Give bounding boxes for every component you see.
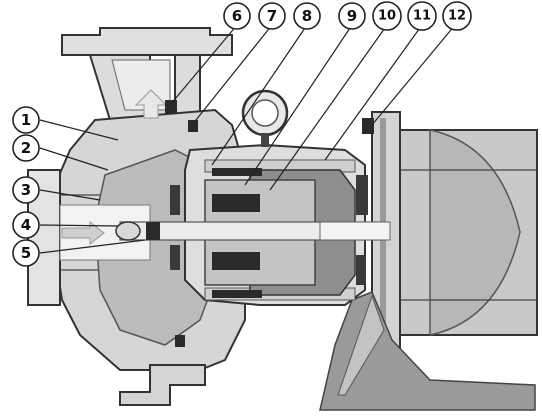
callout-12: 12 (442, 1, 472, 31)
leader-lines (39, 24, 456, 254)
callout-4: 4 (12, 211, 40, 239)
callout-11-label: 11 (413, 9, 431, 24)
containment-shell (115, 100, 391, 347)
callout-1: 1 (12, 106, 40, 134)
motor (371, 111, 538, 353)
callout-2: 2 (12, 134, 40, 162)
callout-9: 9 (338, 2, 366, 30)
callout-7-label: 7 (267, 7, 277, 25)
callout-3-label: 3 (21, 181, 31, 199)
callout-4-label: 4 (21, 216, 31, 234)
callout-3: 3 (12, 176, 40, 204)
callout-12-label: 12 (448, 9, 466, 24)
callout-8: 8 (293, 2, 321, 30)
callout-2-label: 2 (21, 139, 31, 157)
lifting-eye (241, 89, 289, 147)
callout-6-label: 6 (232, 7, 242, 25)
callout-8-label: 8 (302, 7, 312, 25)
callout-7: 7 (258, 2, 286, 30)
callout-10-label: 10 (378, 9, 396, 24)
support-foot (319, 291, 536, 411)
callout-5-label: 5 (21, 244, 31, 262)
callout-6: 6 (223, 2, 251, 30)
callout-5: 5 (12, 239, 40, 267)
callout-10: 10 (372, 1, 402, 31)
callout-1-label: 1 (21, 111, 31, 129)
callout-9-label: 9 (347, 7, 357, 25)
callout-11: 11 (407, 1, 437, 31)
